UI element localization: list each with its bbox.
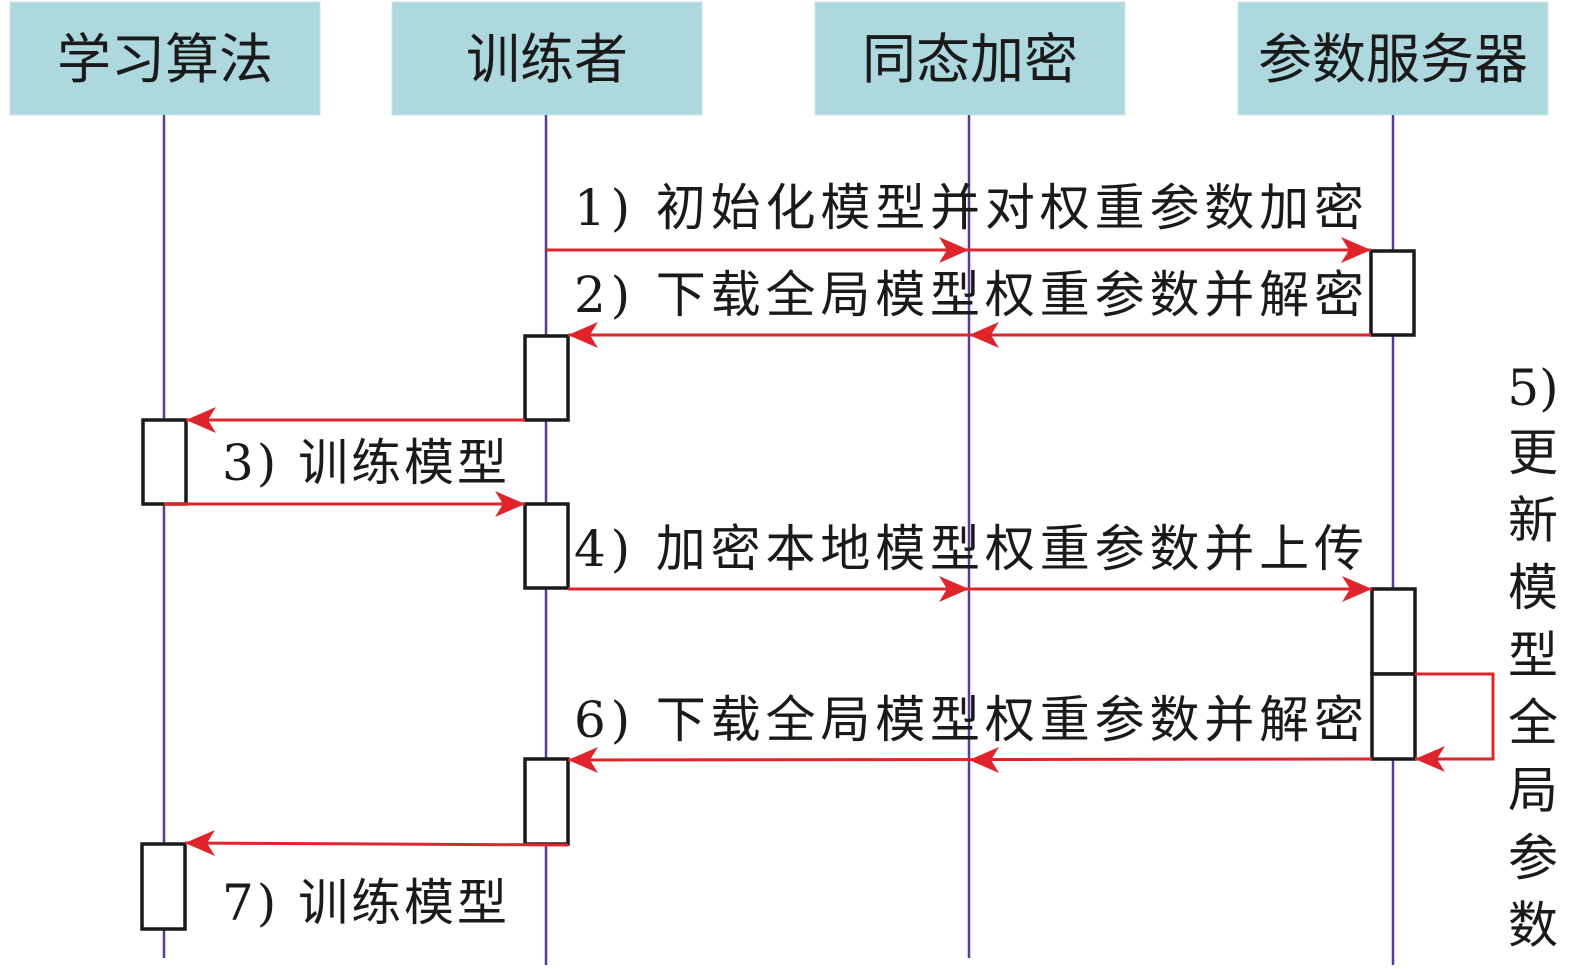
activation-server-1 [1369,249,1416,337]
arrowhead-6a [969,747,999,773]
activation-trainer-3 [523,757,570,846]
arrowhead-4a [939,576,969,602]
actor-he: 同态加密 [814,1,1126,116]
arrowhead-2b [568,322,598,348]
arrowhead-6b [568,747,598,773]
actor-label-trainer: 训练者 [466,28,628,91]
side-label-char: 参 [1508,829,1558,887]
side-label-char: 更 [1508,424,1558,482]
actor-algo: 学习算法 [9,1,321,116]
side-label-step: 5) [1507,359,1558,417]
activation-algo-1 [141,418,188,506]
actor-trainer: 训练者 [391,1,703,116]
side-label-char: 局 [1508,762,1558,820]
actor-box-server [1237,1,1549,116]
message-label-4: 4) 加密本地模型权重参数并上传 [574,520,1364,578]
activation-server-2 [1370,587,1417,676]
arrow-line-5 [1415,672,1495,761]
activation-trainer-1 [523,334,570,422]
arrowhead-1b [1341,237,1371,263]
actor-box-trainer [391,1,703,116]
side-label-char: 数 [1508,897,1558,955]
arrowhead-3b [495,491,525,517]
activation-trainer-2 [523,502,570,590]
message-label-2: 2) 下载全局模型权重参数并解密 [574,266,1364,324]
side-label-char: 全 [1508,694,1558,752]
side-label-char: 模 [1508,559,1558,617]
actor-label-server: 参数服务器 [1258,28,1528,91]
actor-box-algo [9,1,321,116]
actor-label-algo: 学习算法 [57,28,273,91]
arrowhead-2a [969,322,999,348]
message-label-6: 6) 下载全局模型权重参数并解密 [574,691,1364,749]
actor-label-he: 同态加密 [862,28,1078,91]
message-label-1: 1) 初始化模型并对权重参数加密 [574,179,1364,237]
arrow-line-6 [567,757,1373,762]
message-label-3: 3) 训练模型 [222,434,507,492]
arrowhead-3a [186,407,216,433]
arrowhead-4b [1342,576,1372,602]
message-arrows [164,237,1495,856]
arrowhead-5 [1415,746,1445,772]
actor-box-he [814,1,1126,116]
arrow-line-7 [184,841,569,847]
message-label-7: 7) 训练模型 [222,874,507,932]
arrowhead-7 [185,830,215,856]
activation-algo-2 [140,842,187,931]
activation-server-3 [1370,672,1417,761]
arrowhead-1a [939,237,969,263]
side-label-char: 新 [1508,492,1558,550]
side-label-char: 型 [1508,627,1558,685]
actor-server: 参数服务器 [1237,1,1549,116]
